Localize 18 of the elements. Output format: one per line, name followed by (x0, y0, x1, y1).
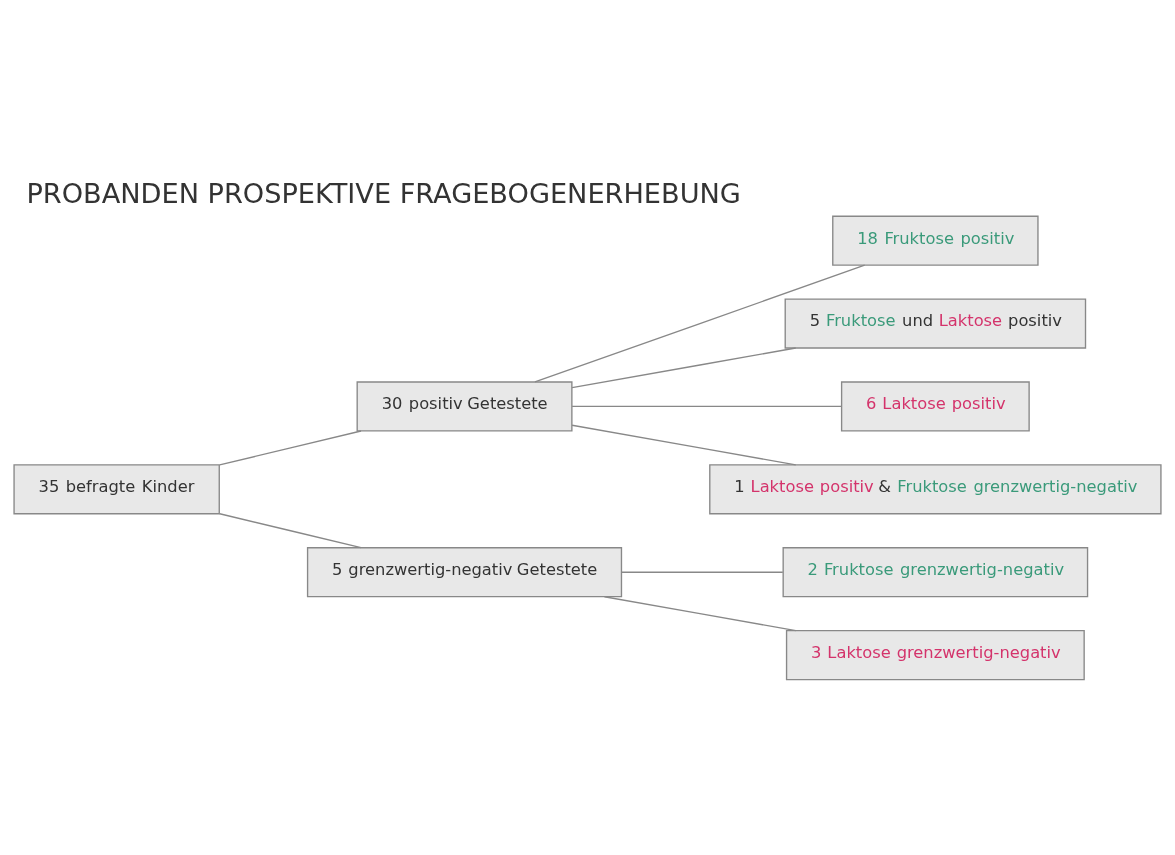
connector (219, 430, 362, 466)
connector (603, 596, 797, 632)
connector (219, 513, 362, 549)
node-box: 5 grenzwertig-negativ Getestete (306, 547, 623, 598)
node-box: 5 Fruktose und Laktose positiv (784, 298, 1087, 349)
node-box: 6 Laktose positiv (840, 381, 1030, 432)
diagram-title: PROBANDEN PROSPEKTIVE FRAGEBOGENERHEBUNG (26, 177, 741, 209)
node-box: 2 Fruktose grenzwertig-negativ (782, 547, 1089, 598)
node-box: 18 Fruktose positiv (832, 215, 1039, 266)
connector (571, 405, 842, 408)
connector (534, 264, 866, 383)
node-box: 3 Laktose grenzwertig-negativ (785, 629, 1085, 681)
connector (621, 571, 784, 573)
connector (571, 424, 797, 466)
connector (571, 347, 797, 389)
node-box: 35 befragte Kinder (13, 464, 220, 515)
node-box: 30 positiv Getestete (356, 381, 573, 432)
node-box: 1 Laktose positiv & Fruktose grenzwertig-negativ (709, 464, 1162, 515)
